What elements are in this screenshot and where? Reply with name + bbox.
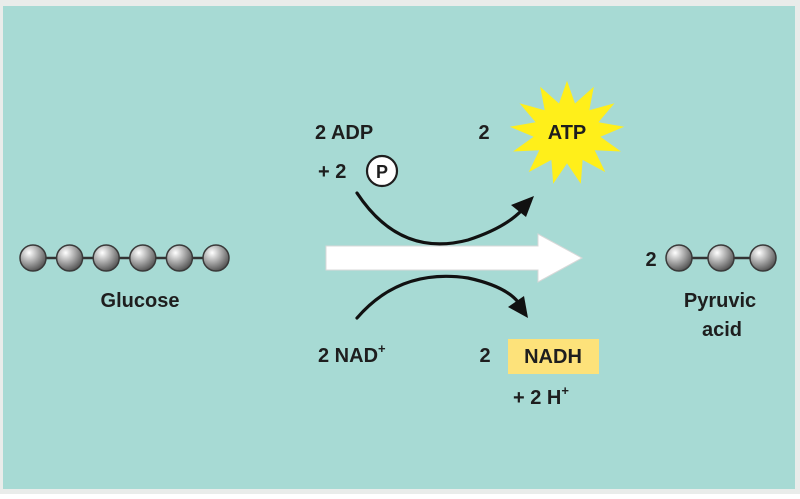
- nadh-coefficient: 2: [479, 345, 490, 367]
- glucose-carbon-atom: [55, 244, 84, 272]
- glucose-carbon-atom: [92, 244, 120, 272]
- glucose-carbon-atom: [202, 244, 230, 272]
- hydrogen-text: + 2 H: [513, 387, 561, 409]
- nadh-highlight-box: [508, 339, 599, 374]
- atp-label: ATP: [548, 122, 587, 144]
- glucose-carbon-atom: [129, 244, 157, 272]
- phosphate-coefficient: + 2: [318, 161, 346, 183]
- pyruvate-label-line1: Pyruvic: [684, 290, 756, 312]
- glucose-carbon-atom: [165, 244, 194, 272]
- pyruvate-label-line2: acid: [702, 319, 742, 341]
- phosphate-circle: [365, 154, 399, 188]
- atp-curved-arrow: [355, 191, 524, 246]
- hydrogen-label: + 2 H+: [513, 383, 569, 409]
- pyruvate-carbon-atom: [749, 244, 777, 272]
- phosphate-symbol: P: [376, 162, 388, 182]
- glucose-molecule: [19, 244, 230, 272]
- hydrogen-superscript: +: [561, 383, 569, 398]
- adp-label: 2 ADP: [315, 122, 373, 144]
- nadh-curved-arrow: [355, 274, 520, 320]
- pyruvate-carbon-atom: [707, 244, 735, 272]
- nadh-label: NADH: [524, 346, 582, 368]
- pyruvate-carbon-atom: [665, 244, 693, 272]
- nad-label: 2 NAD+: [318, 341, 386, 367]
- nad-text: 2 NAD: [318, 345, 378, 367]
- glucose-label: Glucose: [101, 290, 180, 312]
- pyruvate-molecule: [665, 244, 777, 272]
- atp-arrowhead: [511, 196, 534, 217]
- nadh-arrowhead: [508, 296, 528, 318]
- atp-burst: [509, 80, 625, 184]
- glucose-carbon-atom: [19, 244, 47, 272]
- nad-superscript: +: [378, 341, 386, 356]
- atp-coefficient: 2: [478, 122, 489, 144]
- main-reaction-arrow: [325, 233, 584, 283]
- pyruvate-coefficient: 2: [645, 249, 656, 271]
